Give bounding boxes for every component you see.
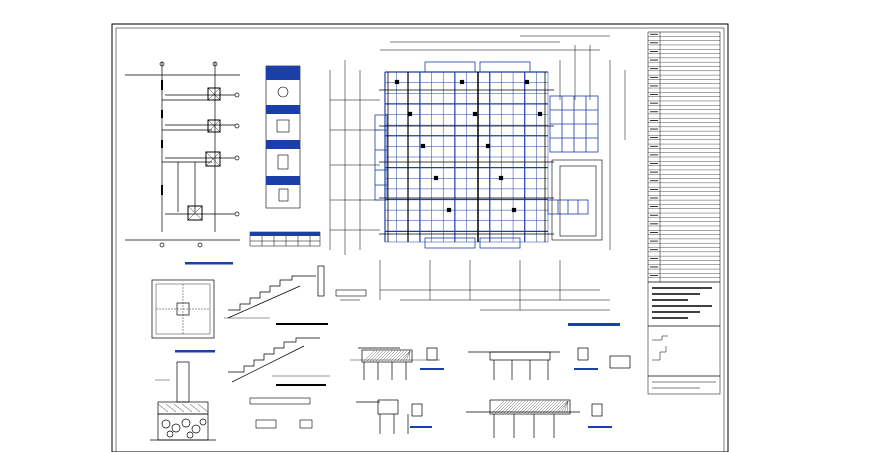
- footing-schedule-panel: [265, 65, 301, 209]
- title-block: [647, 31, 721, 283]
- column-layout-plan: [125, 61, 240, 248]
- beam-section-1: [350, 347, 440, 380]
- stair-upper-caption-bar: [276, 323, 328, 325]
- title-block-logo-panel: [647, 325, 721, 395]
- stair-section-lower: [228, 337, 330, 383]
- sheet-border: [111, 23, 729, 452]
- framing-plan-stair-box: [551, 159, 603, 241]
- stair-section-upper: [224, 265, 325, 319]
- beam-section-4: [466, 399, 603, 438]
- framing-plan-dimensions: [329, 35, 626, 311]
- framing-plan-side-blocks: [374, 95, 599, 215]
- footing-plan-caption-bar: [175, 350, 215, 353]
- footing-plan-detail: [151, 279, 215, 339]
- framing-plan-grid: [379, 61, 554, 249]
- beam-section-3: [356, 399, 423, 434]
- title-block-notes: [647, 281, 721, 327]
- footing-section-detail: [150, 361, 216, 441]
- stair-lower-caption-bar: [276, 384, 326, 386]
- beam-section-4-hatch: [491, 400, 569, 414]
- beam-section-1-hatch: [363, 350, 411, 362]
- beam-1-caption-bar: [420, 368, 444, 370]
- beam-section-2: [468, 347, 631, 380]
- beam-3-caption-bar: [410, 426, 432, 428]
- beam-2-caption-bar: [574, 368, 598, 370]
- sheet-inner-border: [115, 27, 725, 452]
- stair-landing-detail: [249, 289, 367, 429]
- beam-4-caption-bar: [588, 426, 612, 428]
- framing-plan-caption-bar: [568, 323, 620, 326]
- beam-schedule-table: [249, 231, 321, 247]
- column-plan-caption-bar: [185, 262, 233, 265]
